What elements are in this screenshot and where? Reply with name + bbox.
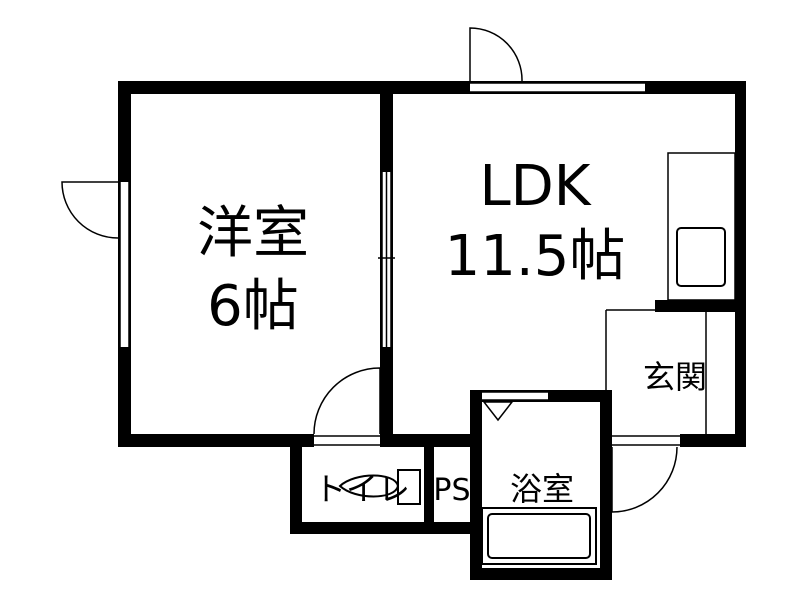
door-swings [61, 27, 678, 513]
door-swing-top [469, 27, 523, 82]
wall-bottom-right [680, 434, 746, 447]
fixtures [338, 152, 736, 565]
door-swing-entrance [611, 446, 678, 513]
ps-label: PS [433, 473, 470, 508]
toilet-tank [397, 469, 421, 505]
wall-bath-left [470, 390, 482, 580]
ldk-name: LDK [479, 154, 591, 219]
bathroom-label: 浴室 [510, 470, 574, 508]
western-room-size: 6帖 [207, 274, 299, 339]
wall-entrance-top [655, 300, 746, 312]
wall-toilet-bottom [290, 522, 472, 534]
wall-top [118, 81, 746, 94]
labels: 洋室 6帖 LDK 11.5帖 玄関 トイレ PS 浴室 [197, 154, 707, 508]
bathtub-inner [487, 513, 591, 559]
door-swing-western [313, 367, 381, 435]
wall-toilet-left [290, 434, 302, 534]
bath-vent-triangle [482, 401, 514, 422]
wall-toilet-ps-divider [424, 434, 434, 534]
door-swing-left [61, 181, 119, 239]
wall-bottom-western [118, 434, 314, 447]
entrance-label: 玄関 [643, 358, 707, 396]
wall-bath-bottom [470, 568, 612, 580]
openings [119, 82, 680, 446]
wall-bath-right [600, 390, 612, 580]
bathtub-outer [481, 507, 597, 565]
toilet-label: トイレ [314, 470, 410, 508]
western-room-name: 洋室 [197, 201, 309, 266]
kitchen-counter [667, 152, 736, 301]
ldk-size: 11.5帖 [445, 224, 626, 289]
wall-right [735, 81, 746, 447]
kitchen-sink [676, 227, 726, 287]
